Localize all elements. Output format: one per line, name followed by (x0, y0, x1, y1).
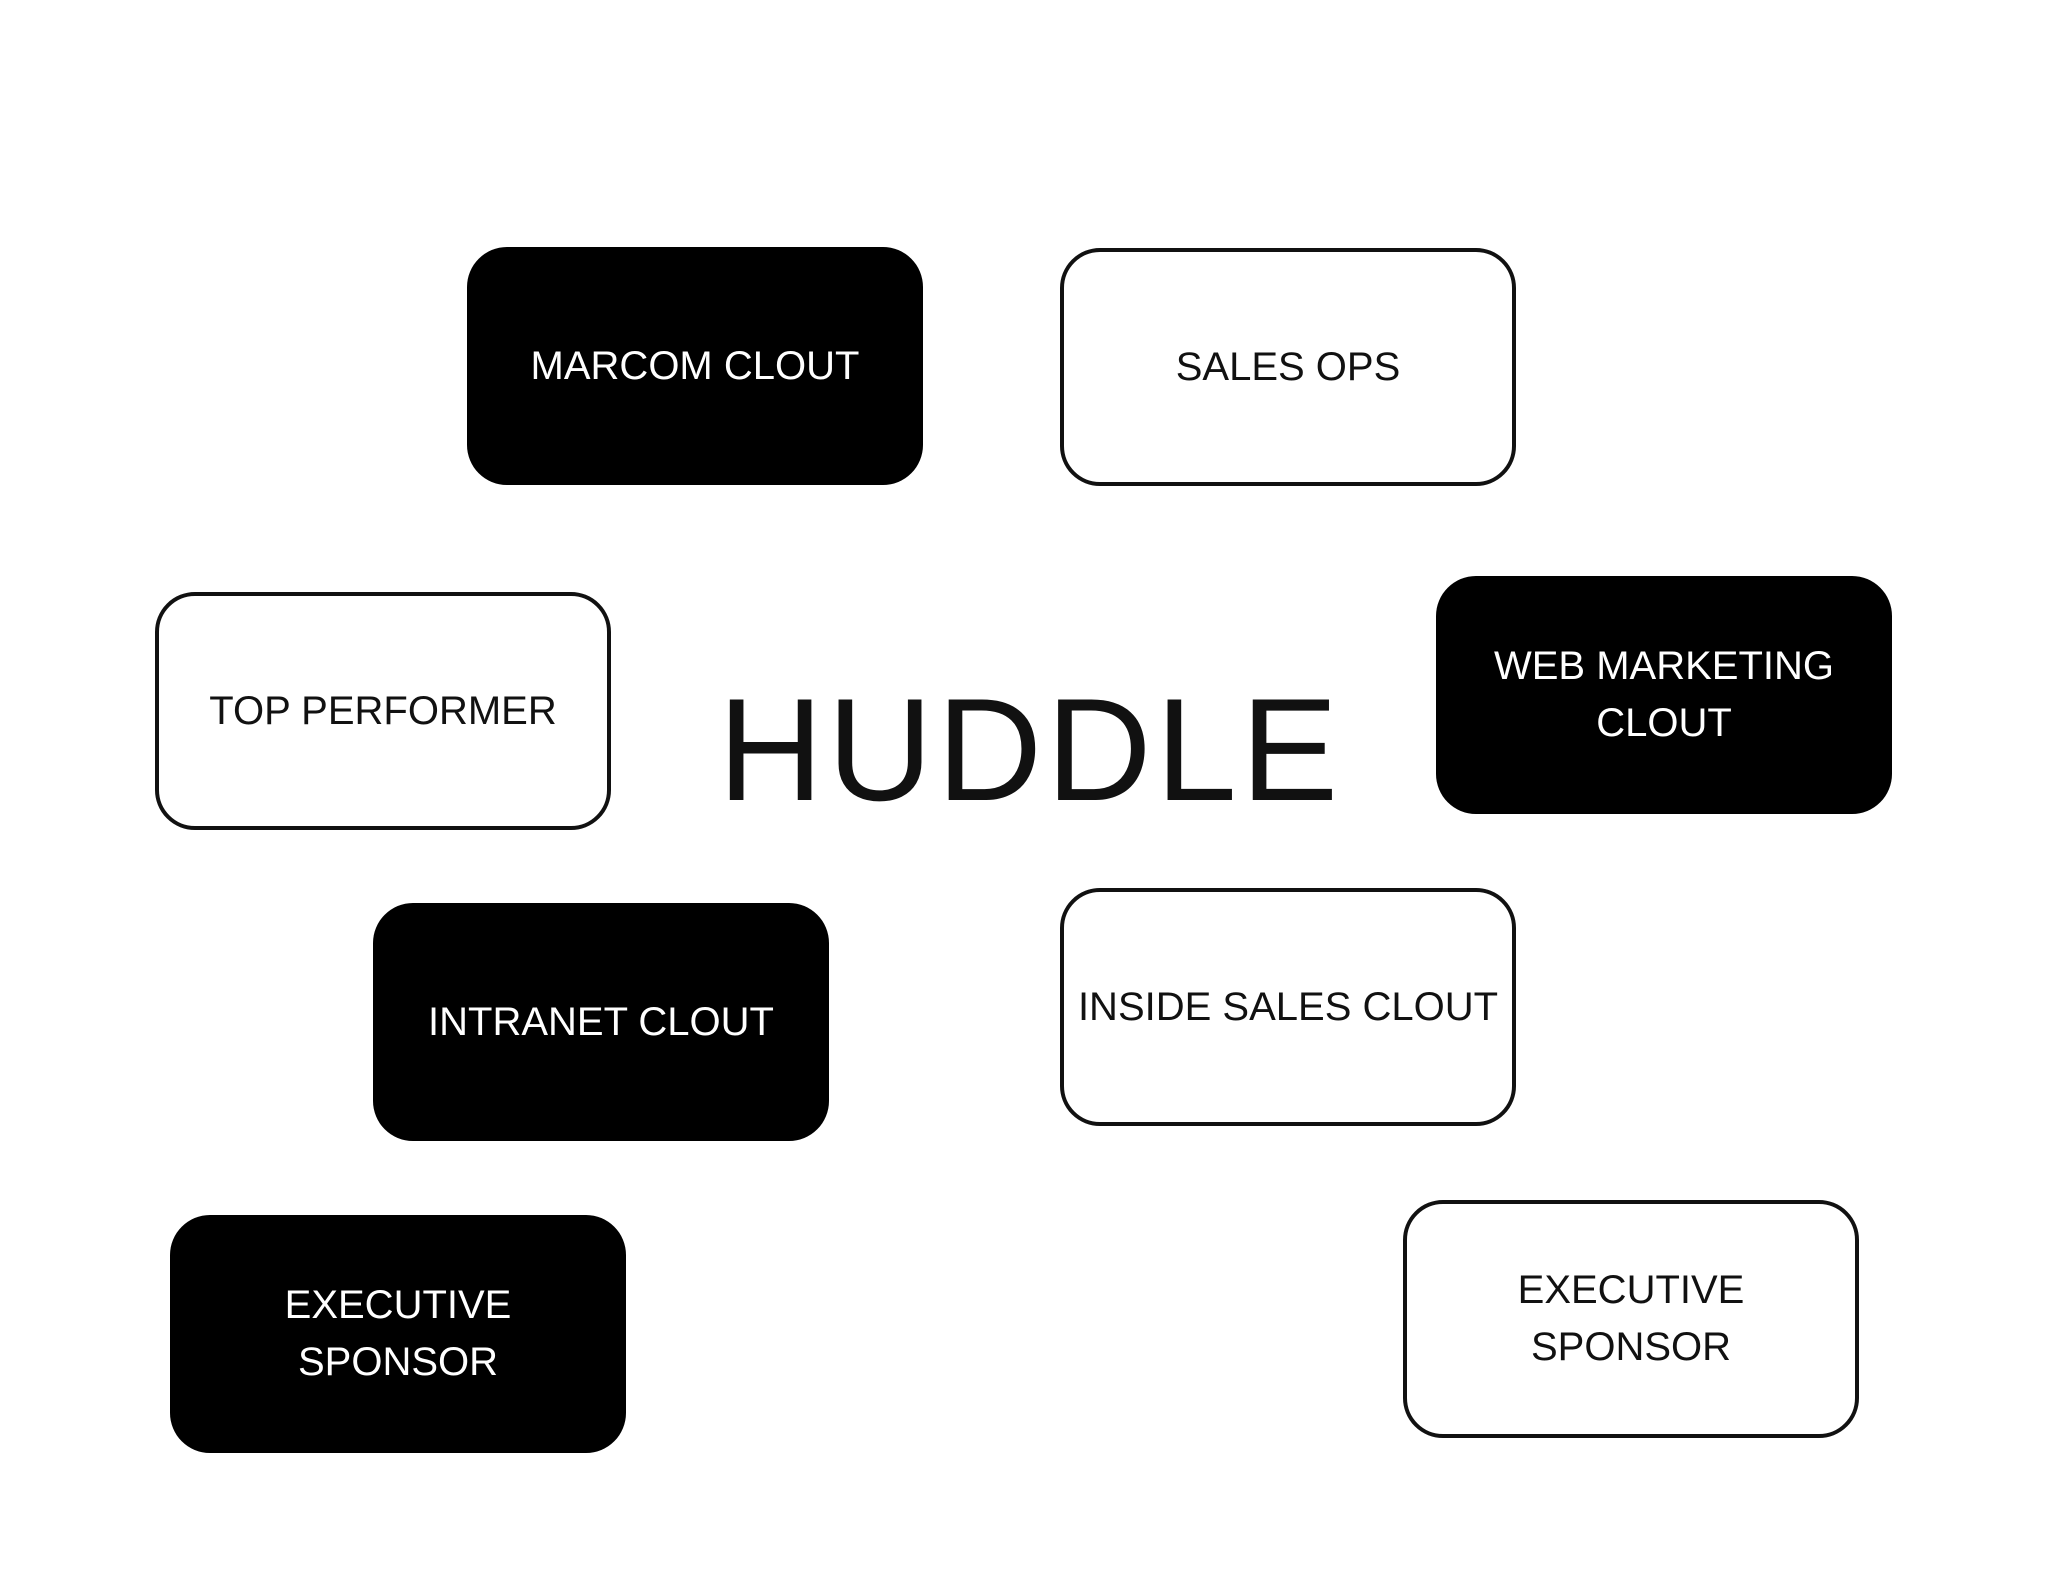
card-executive-sponsor-right: EXECUTIVE SPONSOR (1403, 1200, 1859, 1438)
card-label: TOP PERFORMER (209, 688, 557, 733)
card-label: MARCOM CLOUT (530, 343, 860, 388)
card-label: WEB MARKETING CLOUT (1493, 644, 1835, 745)
card-sales-ops: SALES OPS (1060, 248, 1516, 486)
card-web-marketing-clout: WEB MARKETING CLOUT (1436, 576, 1892, 814)
card-label: EXECUTIVE SPONSOR (1517, 1268, 1745, 1369)
card-top-performer: TOP PERFORMER (155, 592, 611, 830)
card-label: INSIDE SALES CLOUT (1077, 984, 1499, 1029)
card-executive-sponsor-left: EXECUTIVE SPONSOR (170, 1215, 626, 1453)
card-label: EXECUTIVE SPONSOR (284, 1283, 512, 1384)
card-label: INTRANET CLOUT (428, 999, 774, 1044)
card-label: SALES OPS (1175, 344, 1401, 389)
card-inside-sales-clout: INSIDE SALES CLOUT (1060, 888, 1516, 1126)
card-intranet-clout: INTRANET CLOUT (373, 903, 829, 1141)
diagram-title: HUDDLE (717, 668, 1343, 831)
card-marcom-clout: MARCOM CLOUT (467, 247, 923, 485)
